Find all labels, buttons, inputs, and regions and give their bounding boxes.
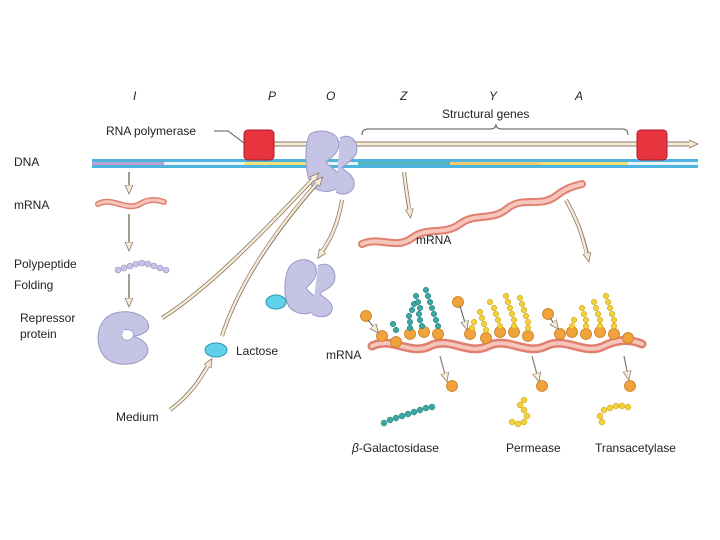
mrna-left-label: mRNA bbox=[14, 198, 49, 212]
polypeptide-chain bbox=[114, 259, 170, 274]
permease-chain bbox=[508, 396, 531, 428]
repressor-label-line1: Repressor bbox=[20, 311, 75, 325]
growing-chains-z bbox=[389, 286, 442, 334]
transacetylase-chain bbox=[596, 402, 632, 426]
mrna-mid-label: mRNA bbox=[416, 233, 451, 247]
rna-polymerase-label: RNA polymerase bbox=[106, 124, 196, 138]
gene-label-p: P bbox=[268, 89, 276, 103]
released-ribosome-z bbox=[446, 380, 458, 392]
y-gene-segment bbox=[450, 162, 540, 165]
beta-galactosidase-label: β-Galactosidase bbox=[351, 441, 439, 455]
lactose-label: Lactose bbox=[236, 344, 278, 358]
gene-label-i: I bbox=[133, 89, 137, 103]
growing-chains-ya bbox=[468, 292, 618, 334]
release-arrows bbox=[439, 355, 628, 378]
dna-label: DNA bbox=[14, 155, 39, 169]
repressor-protein bbox=[97, 311, 150, 365]
rna-polymerase-block-right bbox=[636, 129, 668, 161]
ribosome-entry-arrows bbox=[367, 305, 556, 330]
mrna-low-label: mRNA bbox=[326, 348, 361, 362]
z-gene-segment bbox=[358, 162, 450, 165]
gene-label-a: A bbox=[574, 89, 583, 103]
gene-label-o: O bbox=[326, 89, 335, 103]
transacetylase-label: Transacetylase bbox=[595, 441, 676, 455]
polypeptide-label: Polypeptide bbox=[14, 257, 77, 271]
folding-label: Folding bbox=[14, 278, 53, 292]
structural-genes-label: Structural genes bbox=[442, 107, 529, 121]
medium-label: Medium bbox=[116, 410, 159, 424]
gene-label-y: Y bbox=[489, 89, 498, 103]
structural-genes-bracket bbox=[361, 123, 629, 136]
rna-polymerase-block-left bbox=[243, 129, 275, 161]
released-ribosome-y bbox=[536, 380, 548, 392]
a-gene-segment bbox=[540, 162, 628, 165]
lactose-molecule bbox=[204, 342, 228, 358]
arrow-medium-to-lactose bbox=[168, 362, 210, 412]
repressor-label-line2: protein bbox=[20, 327, 57, 341]
mrna-mid-strand bbox=[358, 180, 586, 248]
repressor-lactose-complex bbox=[265, 259, 336, 318]
arrow-release-repressor bbox=[320, 199, 344, 255]
p-gene-segment bbox=[244, 162, 306, 165]
released-ribosome-a bbox=[624, 380, 636, 392]
dna-strand bbox=[92, 159, 698, 168]
gene-label-z: Z bbox=[399, 89, 408, 103]
beta-galactosidase-chain bbox=[380, 403, 436, 427]
i-gene-segment bbox=[92, 162, 164, 165]
rna-polymerase-leader bbox=[214, 130, 245, 144]
permease-label: Permease bbox=[506, 441, 561, 455]
